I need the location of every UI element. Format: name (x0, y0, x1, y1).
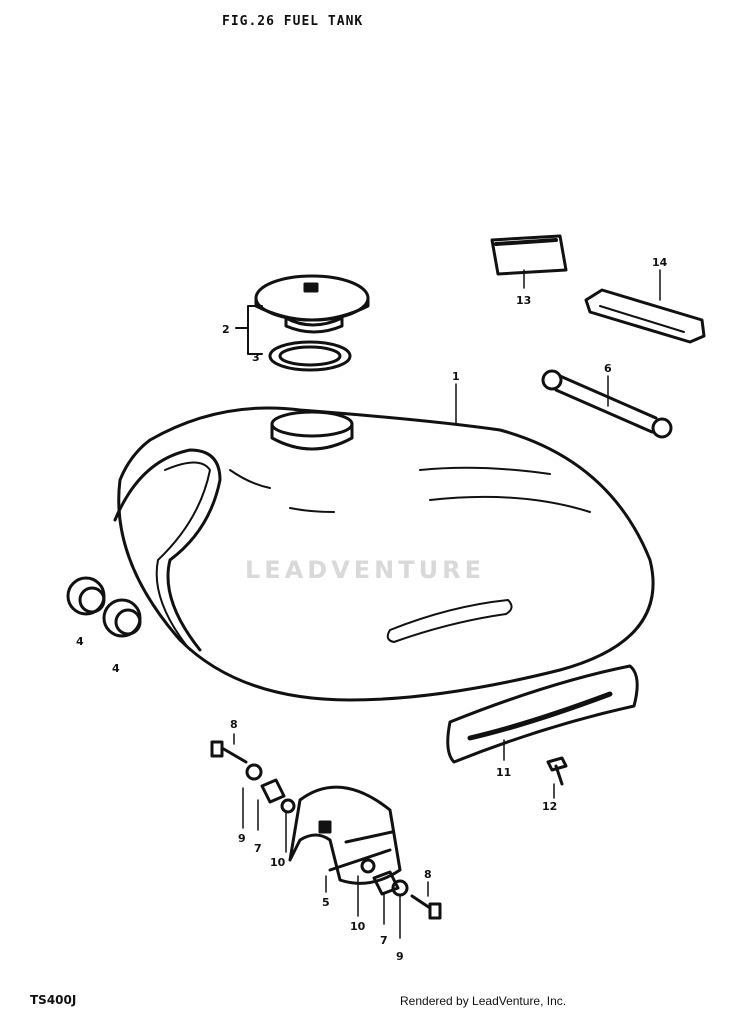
callout-12: 12 (542, 800, 557, 813)
callout-7b: 7 (380, 934, 388, 947)
model-code: TS400J (30, 993, 77, 1007)
emblem-screw (546, 756, 568, 786)
cap-gasket (268, 340, 352, 372)
callout-5: 5 (322, 896, 330, 909)
emblem-plate (490, 234, 568, 276)
rear-mount-bracket (288, 785, 402, 885)
cushion-rubber-right (102, 598, 142, 638)
callout-7a: 7 (254, 842, 262, 855)
callout-9b: 9 (396, 950, 404, 963)
callout-8b: 8 (424, 868, 432, 881)
callout-8a: 8 (230, 718, 238, 731)
callout-4a: 4 (76, 635, 84, 648)
callout-14: 14 (652, 256, 668, 269)
fuel-cap (254, 274, 370, 334)
callout-10b: 10 (350, 920, 366, 933)
callout-4b: 4 (112, 662, 120, 675)
side-emblem (446, 664, 639, 764)
callout-1: 1 (452, 370, 460, 383)
callout-9a: 9 (238, 832, 246, 845)
watermark: LEADVENTURE (245, 556, 485, 584)
nut-left (280, 798, 296, 814)
callout-11: 11 (496, 766, 511, 779)
leader-lines (233, 269, 661, 939)
washer-right (391, 879, 409, 897)
washer-left (245, 763, 263, 781)
render-credit: Rendered by LeadVenture, Inc. (400, 994, 567, 1008)
nut-right (360, 858, 376, 874)
callout-3: 3 (252, 351, 260, 364)
collar-right (372, 870, 400, 896)
collar-left (260, 778, 286, 804)
figure-title: FIG.26 FUEL TANK (222, 14, 364, 29)
tank-stay (541, 369, 673, 439)
cushion-rubber-left (66, 576, 106, 616)
callout-6: 6 (604, 362, 612, 375)
bolt-left (210, 740, 248, 764)
callout-13: 13 (516, 294, 531, 307)
fuel-tank (113, 406, 655, 702)
callout-bracket-2-3 (235, 305, 263, 355)
callout-10a: 10 (270, 856, 286, 869)
callout-2: 2 (222, 323, 230, 336)
tank-strap (584, 288, 706, 344)
bolt-right (410, 894, 442, 920)
